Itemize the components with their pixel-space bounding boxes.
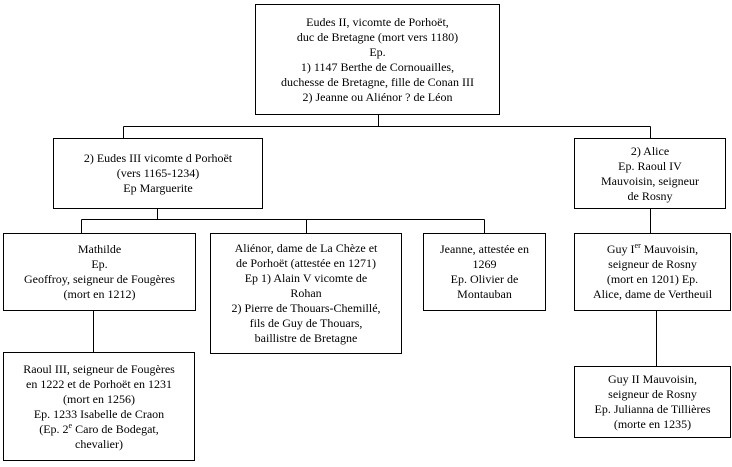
person-line: (mort en 1201) Ep. [606, 272, 699, 286]
person-line: Alice, dame de Vertheuil [592, 287, 713, 301]
person-line: (mort en 1256) [63, 391, 135, 406]
person-line: 2) Alice [630, 143, 670, 158]
person-line: Mathilde [77, 242, 122, 256]
person-line: seigneur de Rosny [608, 257, 697, 271]
person-line: Montauban [457, 287, 512, 301]
person-box-jeanne: Jeanne, attestée en 1269 Ep. Olivier de … [423, 233, 546, 311]
person-line: (mort en 1212) [63, 287, 136, 301]
person-line: (morte en 1235) [613, 417, 692, 431]
person-line: en 1222 et de Porhoët en 1231 [26, 376, 172, 391]
person-box-mathilde: Mathilde Ep. Geoffroy, seigneur de Fougè… [3, 233, 196, 311]
person-line: de Rosny [627, 188, 673, 203]
superscript: er [634, 241, 641, 250]
spouse-part: (Ep. 2 [39, 421, 69, 436]
person-box-guy-i: Guy Ier Mauvoisin, seigneur de Rosny (mo… [574, 233, 731, 311]
person-line: duc de Bretagne (mort vers 1180) [296, 29, 459, 44]
person-line: Raoul III, seigneur de Fougères [23, 361, 175, 376]
person-line: 1269 [472, 257, 497, 271]
person-line: Aliénor, dame de La Chèze et [234, 241, 378, 255]
person-line: Ep 1) Alain V vicomte de [244, 271, 368, 285]
person-box-eudes-iii: 2) Eudes III vicomte d Porhoët (vers 116… [53, 138, 263, 209]
name-part: Guy I [606, 242, 635, 256]
person-line: Eudes II, vicomte de Porhoët, [306, 14, 449, 29]
person-line: Geoffroy, seigneur de Fougères [24, 272, 175, 286]
person-line: Ep. Olivier de [450, 272, 519, 286]
person-line: Ep. [91, 257, 108, 271]
person-line: Ep Marguerite [123, 181, 193, 195]
person-line: 2) Jeanne ou Aliénor ? de Léon [302, 89, 453, 104]
person-line: fils de Guy de Thouars, [249, 316, 363, 330]
person-line: Guy Ier Mauvoisin, [607, 242, 698, 257]
person-line: Jeanne, attestée en [440, 242, 529, 256]
person-line: (Ep. 2e Caro de Bodegat, [39, 420, 159, 437]
person-line: baillistre de Bretagne [254, 331, 358, 345]
superscript: e [68, 420, 73, 430]
person-line: duchesse de Bretagne, fille de Conan III [281, 74, 474, 89]
spouse-part: Caro de Bodegat, [72, 421, 159, 436]
person-box-guy-ii: Guy II Mauvoisin, seigneur de Rosny Ep. … [574, 366, 731, 438]
person-line: 2) Eudes III vicomte d Porhoët [83, 151, 233, 165]
person-line: de Porhoët (attestée en 1271) [236, 256, 376, 270]
person-line: Guy II Mauvoisin, [608, 372, 697, 386]
person-line: Mauvoisin, seigneur [601, 173, 699, 188]
person-line: chevalier) [75, 436, 123, 451]
person-box-alienor: Aliénor, dame de La Chèze et de Porhoët … [210, 233, 402, 354]
name-part: Mauvoisin, [640, 242, 699, 256]
person-line: 2) Pierre de Thouars-Chemillé, [231, 301, 381, 315]
person-box-alice: 2) Alice Ep. Raoul IV Mauvoisin, seigneu… [574, 138, 726, 209]
person-box-raoul-iii: Raoul III, seigneur de Fougères en 1222 … [3, 352, 195, 461]
person-box-eudes-ii: Eudes II, vicomte de Porhoët, duc de Bre… [255, 4, 500, 115]
person-line: Rohan [290, 286, 322, 300]
person-line: seigneur de Rosny [608, 387, 697, 401]
person-line: (vers 1165-1234) [116, 166, 200, 180]
person-line: Ep. Raoul IV [618, 158, 682, 173]
person-line: Ep. Julianna de Tillières [594, 402, 711, 416]
person-line: Ep. [369, 44, 386, 59]
person-line: 1) 1147 Berthe de Cornouailles, [300, 59, 455, 74]
person-line: Ep. 1233 Isabelle de Craon [33, 406, 165, 421]
